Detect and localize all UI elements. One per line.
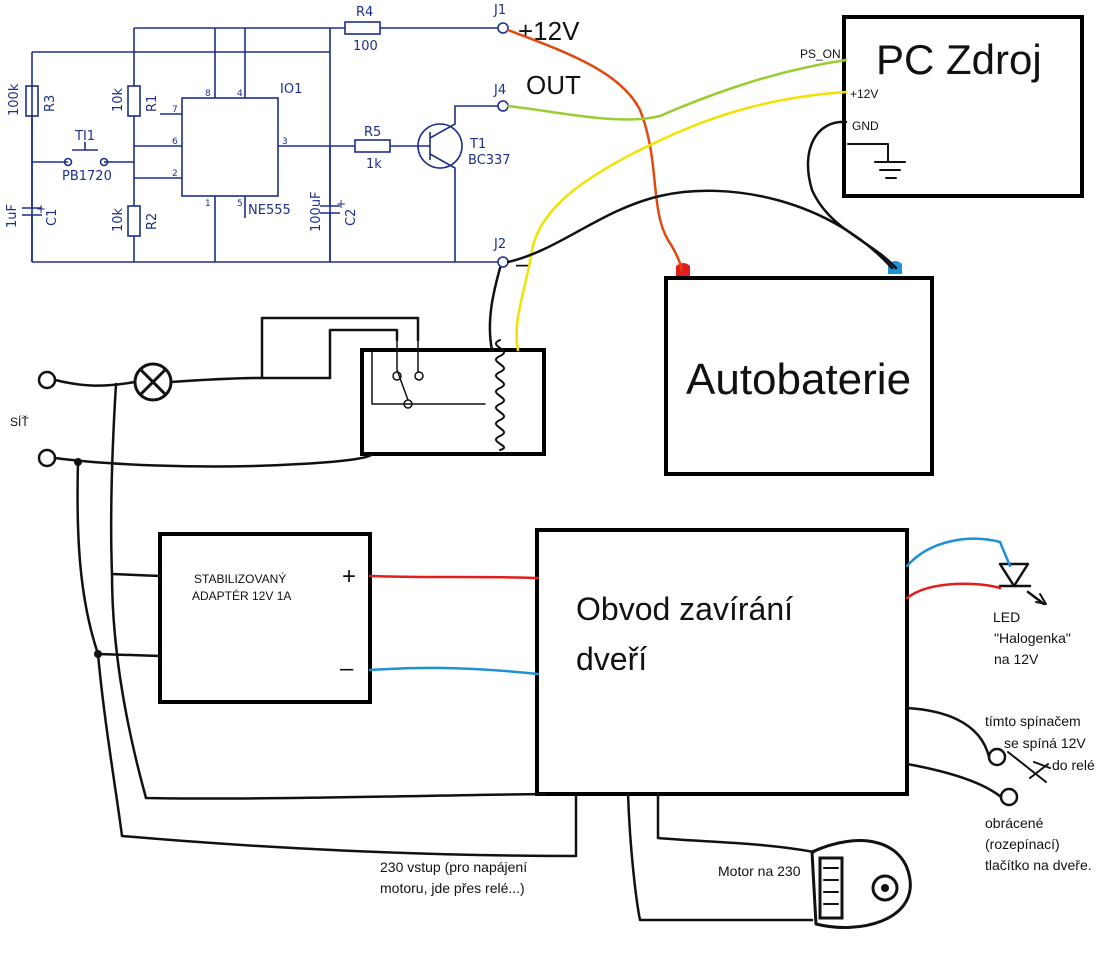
connector-j4 bbox=[497, 100, 509, 112]
resistor-r5 bbox=[354, 139, 391, 153]
ground-symbol bbox=[847, 143, 906, 179]
relay bbox=[360, 339, 546, 456]
ic-pin-4: 4 bbox=[237, 89, 243, 99]
r3-ref: R3 bbox=[43, 95, 58, 112]
r5-value: 1k bbox=[366, 157, 382, 172]
motor: Motor na 230 bbox=[718, 839, 912, 929]
ic-pin-7: 7 bbox=[172, 105, 178, 115]
led-line2: "Halogenka" bbox=[994, 630, 1071, 646]
transistor-ref: T1 bbox=[469, 137, 486, 152]
ic-pin-2: 2 bbox=[172, 169, 178, 179]
r2-value: 10k bbox=[111, 207, 126, 232]
switch-terminal-1 bbox=[987, 747, 1007, 767]
j1-label: +12V bbox=[518, 16, 580, 46]
c2-plus: + bbox=[336, 197, 346, 211]
connector-j1 bbox=[497, 22, 509, 34]
ic-value: NE555 bbox=[248, 203, 291, 218]
door-line1: Obvod zavírání bbox=[576, 591, 793, 627]
button-value: PB1720 bbox=[62, 169, 112, 184]
ic-pin-1: 1 bbox=[205, 199, 211, 209]
r3-value: 100k bbox=[7, 83, 22, 116]
switches: tímto spínačem se spíná 12V do relé obrá… bbox=[985, 713, 1095, 873]
c1-ref: C1 bbox=[45, 209, 60, 226]
pc-zdroj-title: PC Zdroj bbox=[876, 36, 1042, 83]
r2-ref: R2 bbox=[145, 213, 160, 230]
motor-shaft-icon bbox=[871, 874, 899, 902]
adapter-line1: STABILIZOVANÝ bbox=[194, 571, 286, 586]
transistor-value: BC337 bbox=[468, 153, 511, 168]
ic-ne555 bbox=[181, 97, 279, 197]
p12v-label: +12V bbox=[850, 87, 878, 101]
pc-power-supply: PC Zdroj PS_ON +12V GND bbox=[800, 15, 1084, 198]
adapter-minus: – bbox=[340, 655, 354, 682]
ic-ref: IO1 bbox=[280, 82, 302, 97]
schematic-555-timer: R4 100 100k R3 10k R1 10k R2 1uF C1 + 10… bbox=[5, 3, 581, 278]
r1-ref: R1 bbox=[145, 95, 160, 112]
switch-note-2: se spíná 12V bbox=[1004, 735, 1086, 751]
j4-label: OUT bbox=[526, 70, 581, 100]
autobaterie-title: Autobaterie bbox=[686, 355, 911, 404]
resistor-r4 bbox=[344, 21, 381, 35]
resistor-r2 bbox=[127, 205, 141, 237]
c2-value: 100uF bbox=[309, 191, 324, 232]
ps-on-label: PS_ON bbox=[800, 47, 841, 61]
led-line1: LED bbox=[993, 609, 1020, 625]
mains-input: SÍŤ bbox=[10, 362, 173, 468]
motor-label: Motor na 230 bbox=[718, 863, 801, 879]
door-line2: dveří bbox=[576, 641, 647, 677]
mains-terminal-2 bbox=[37, 448, 57, 468]
stabilized-adapter: STABILIZOVANÝ ADAPTÉR 12V 1A + – bbox=[158, 532, 372, 704]
adapter-plus: + bbox=[342, 563, 356, 590]
mains-label: SÍŤ bbox=[10, 414, 29, 429]
button-note-2: (rozepínací) bbox=[985, 836, 1060, 852]
car-battery: Autobaterie bbox=[664, 261, 934, 476]
input-note-2: motoru, jde přes relé...) bbox=[380, 880, 525, 896]
r4-value: 100 bbox=[353, 39, 378, 54]
switch-note-3: do relé bbox=[1052, 757, 1095, 773]
input-note-1: 230 vstup (pro napájení bbox=[380, 859, 527, 875]
led-line3: na 12V bbox=[994, 651, 1039, 667]
led-lamp: LED "Halogenka" na 12V bbox=[993, 562, 1071, 667]
relay-coil bbox=[495, 339, 505, 451]
j4-ref: J4 bbox=[493, 83, 506, 98]
wires bbox=[53, 28, 1012, 922]
switch-terminal-2 bbox=[999, 787, 1019, 807]
ic-pin-8: 8 bbox=[205, 89, 211, 99]
c1-value: 1uF bbox=[5, 204, 20, 228]
j2-ref: J2 bbox=[493, 237, 506, 252]
ic-pin-5: 5 bbox=[237, 199, 243, 209]
r4-ref: R4 bbox=[356, 5, 373, 20]
j1-ref: J1 bbox=[493, 3, 506, 18]
c2-ref: C2 bbox=[344, 209, 359, 226]
button-ref: TI1 bbox=[74, 129, 95, 144]
mains-terminal-1 bbox=[37, 370, 57, 390]
connector-j2 bbox=[497, 256, 509, 268]
c1-plus: + bbox=[36, 202, 46, 216]
resistor-r1 bbox=[127, 85, 141, 117]
r5-ref: R5 bbox=[364, 125, 381, 140]
button-note-3: tlačítko na dveře. bbox=[985, 857, 1092, 873]
r1-value: 10k bbox=[111, 87, 126, 112]
switch-note-1: tímto spínačem bbox=[985, 713, 1081, 729]
transistor-t1 bbox=[417, 123, 463, 169]
door-closing-circuit: Obvod zavírání dveří bbox=[535, 528, 909, 796]
adapter-line2: ADAPTÉR 12V 1A bbox=[192, 588, 291, 603]
ic-pin-6: 6 bbox=[172, 137, 178, 147]
button-note-1: obrácené bbox=[985, 815, 1044, 831]
ic-pin-3: 3 bbox=[282, 137, 288, 147]
gnd-label: GND bbox=[852, 119, 879, 133]
